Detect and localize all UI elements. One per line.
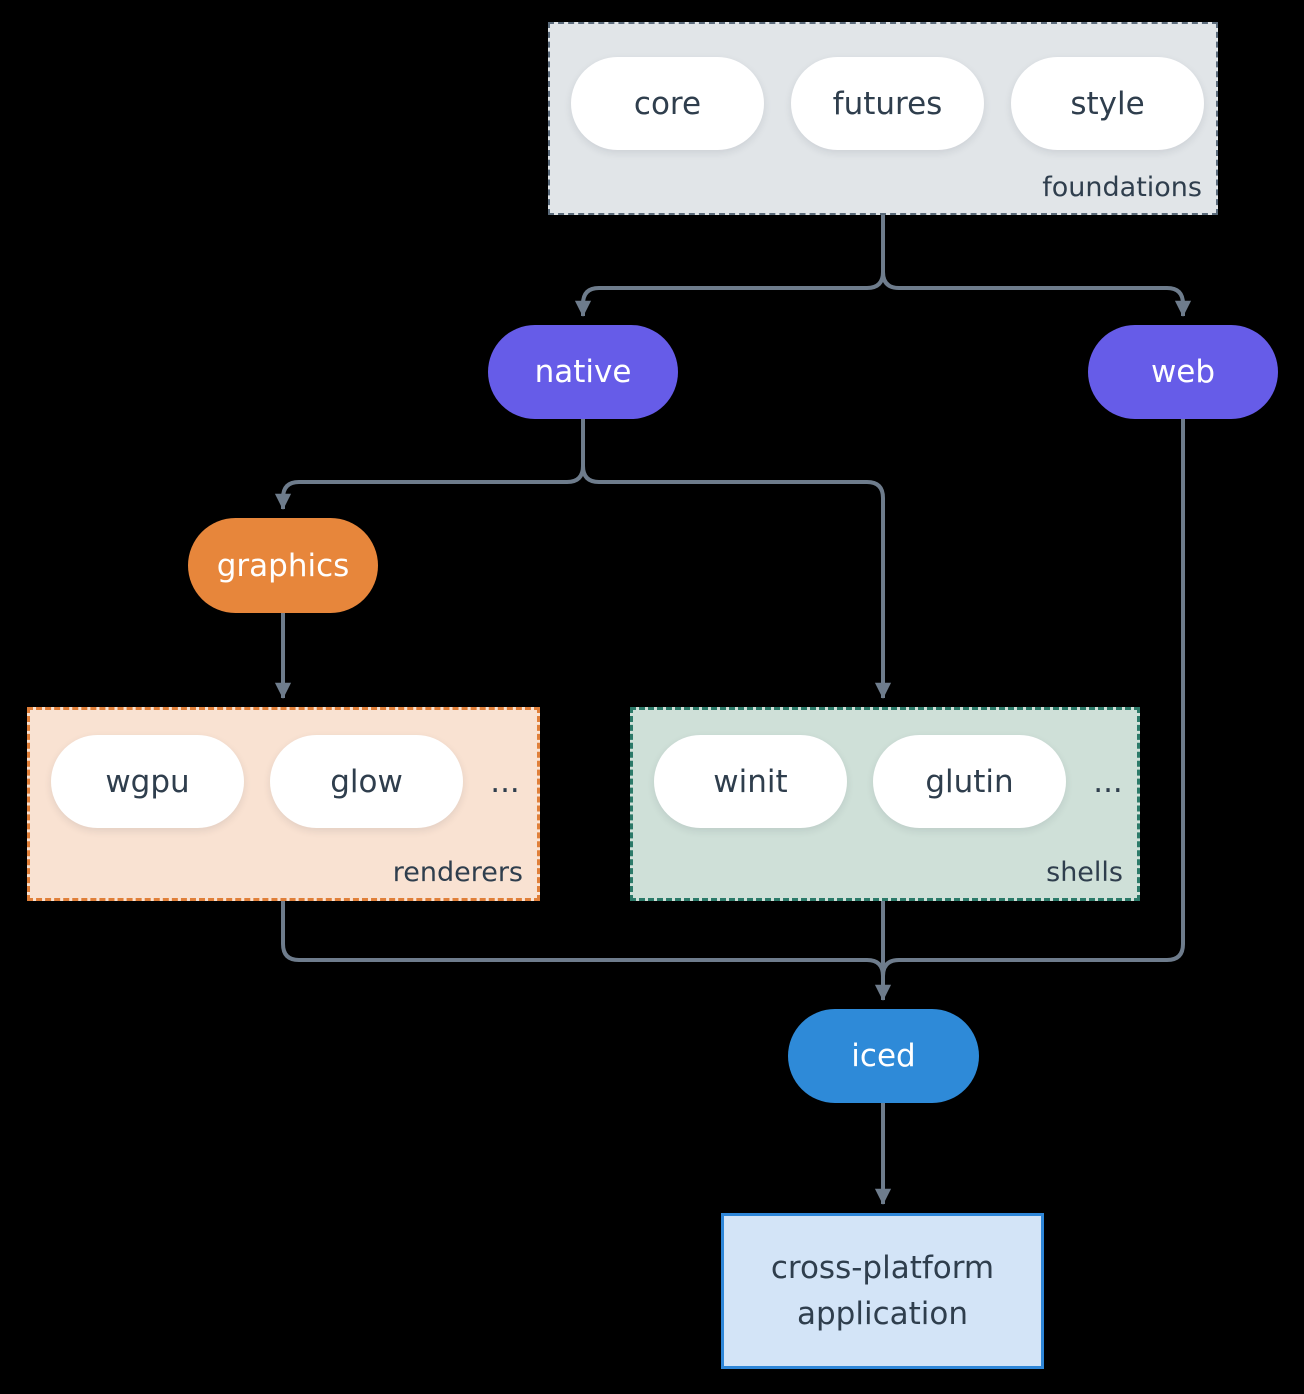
node-web: web	[1088, 325, 1278, 419]
shells-group-label: shells	[1046, 857, 1123, 888]
arrow-renderers-to-junction	[281, 901, 885, 977]
node-glutin: glutin	[873, 735, 1066, 828]
renderers-group-label: renderers	[392, 857, 523, 888]
node-glow-label: glow	[330, 763, 403, 800]
node-wgpu: wgpu	[51, 735, 244, 828]
node-graphics: graphics	[188, 518, 378, 613]
shells-ellipsis: ...	[1093, 763, 1123, 800]
arrow-native-to-graphics	[274, 419, 585, 510]
renderers-ellipsis: ...	[490, 763, 520, 800]
node-style: style	[1011, 57, 1204, 150]
arrow-native-to-shells	[581, 419, 892, 699]
foundations-group: core futures style foundations	[548, 22, 1218, 215]
node-native: native	[488, 325, 678, 419]
node-iced: iced	[788, 1009, 979, 1103]
node-futures: futures	[791, 57, 984, 150]
node-core: core	[571, 57, 764, 150]
renderers-group: wgpu glow ... renderers	[27, 707, 540, 901]
node-glutin-label: glutin	[925, 763, 1014, 800]
shells-group: winit glutin ... shells	[630, 707, 1140, 901]
node-winit: winit	[654, 735, 847, 828]
arrow-foundations-to-web	[881, 215, 1192, 317]
node-application-label: cross-platform application	[770, 1249, 995, 1333]
node-style-label: style	[1070, 85, 1145, 122]
node-graphics-label: graphics	[216, 547, 350, 584]
node-web-label: web	[1150, 354, 1216, 390]
node-iced-label: iced	[851, 1038, 916, 1074]
node-futures-label: futures	[832, 85, 943, 122]
node-application: cross-platform application	[721, 1213, 1044, 1369]
node-glow: glow	[270, 735, 463, 828]
arrow-foundations-to-native	[574, 215, 885, 317]
node-core-label: core	[633, 85, 702, 122]
foundations-group-label: foundations	[1042, 172, 1202, 203]
node-native-label: native	[534, 354, 632, 390]
node-winit-label: winit	[713, 763, 788, 800]
node-wgpu-label: wgpu	[105, 763, 190, 800]
